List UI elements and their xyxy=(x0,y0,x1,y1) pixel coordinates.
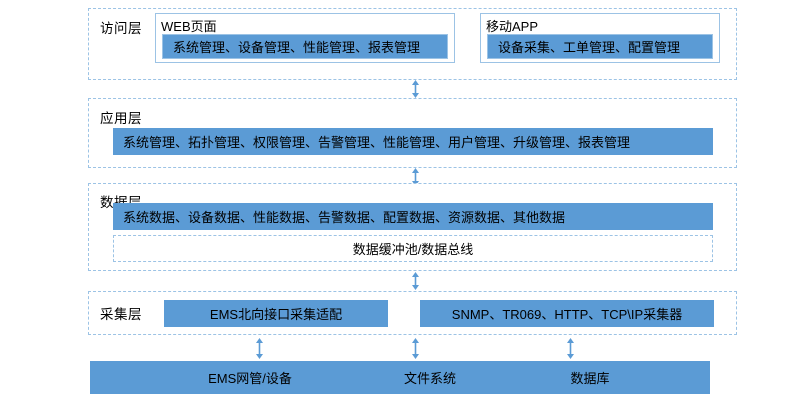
layer-access-label: 访问层 xyxy=(100,21,142,36)
bar-ems-northbound-adapter: EMS北向接口采集适配 xyxy=(164,300,388,327)
bar-web-modules: 系统管理、设备管理、性能管理、报表管理 xyxy=(162,34,448,59)
panel-web-title: WEB页面 xyxy=(161,19,217,34)
connector-collection-to-ems xyxy=(255,338,264,359)
bar-data-types: 系统数据、设备数据、性能数据、告警数据、配置数据、资源数据、其他数据 xyxy=(113,203,713,230)
connector-collection-to-database xyxy=(566,338,575,359)
connector-data-to-collection xyxy=(411,272,420,290)
bar-mobile-modules: 设备采集、工单管理、配置管理 xyxy=(487,34,713,59)
bar-application-modules: 系统管理、拓扑管理、权限管理、告警管理、性能管理、用户管理、升级管理、报表管理 xyxy=(113,128,713,155)
connector-access-to-application xyxy=(411,80,420,98)
connector-collection-to-filesystem xyxy=(411,338,420,359)
box-data-bus: 数据缓冲池/数据总线 xyxy=(113,235,713,262)
layer-collection-label: 采集层 xyxy=(100,307,142,322)
panel-mobile-app-title: 移动APP xyxy=(486,19,539,34)
bar-source-database: 数据库 xyxy=(470,361,710,394)
bar-protocol-collectors: SNMP、TR069、HTTP、TCP\IP采集器 xyxy=(420,300,714,327)
layer-application-label: 应用层 xyxy=(100,111,142,126)
